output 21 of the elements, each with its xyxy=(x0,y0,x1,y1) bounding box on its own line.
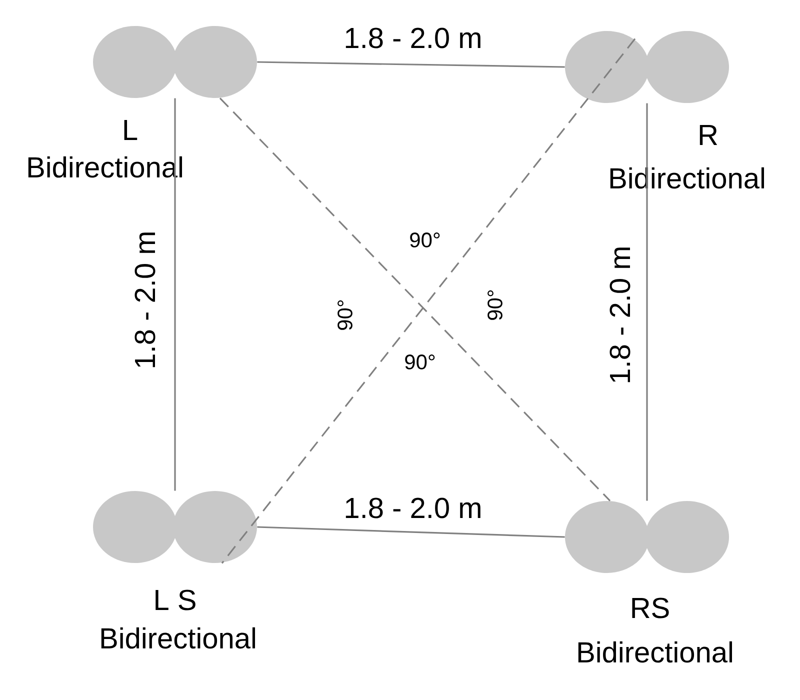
connector-line xyxy=(174,98,176,491)
angle-label: 90° xyxy=(338,300,352,330)
edge-label: 1.8 - 2.0 m xyxy=(610,248,630,382)
speaker-label: RS xyxy=(632,598,669,618)
edge-label: 1.8 - 2.0 m xyxy=(134,232,156,368)
angle-label: 90° xyxy=(488,290,502,320)
angle-label: 90° xyxy=(410,232,440,248)
connector-line xyxy=(219,98,611,502)
speaker-label: Bidirectional xyxy=(101,627,256,649)
speaker-label: Bidirectional xyxy=(610,167,764,189)
connector-line xyxy=(646,103,648,501)
speaker-label: L xyxy=(124,120,138,140)
speaker-label: L S xyxy=(156,590,196,610)
speaker-label: Bidirectional xyxy=(28,156,182,178)
connector-line xyxy=(257,61,565,68)
edge-label: 1.8 - 2.0 m xyxy=(346,28,480,48)
angle-label: 90° xyxy=(405,354,435,370)
edge-label: 1.8 - 2.0 m xyxy=(346,498,480,518)
connector-line xyxy=(257,526,565,538)
speaker-label: R xyxy=(700,125,718,145)
speaker-label: Bidirectional xyxy=(578,641,732,663)
